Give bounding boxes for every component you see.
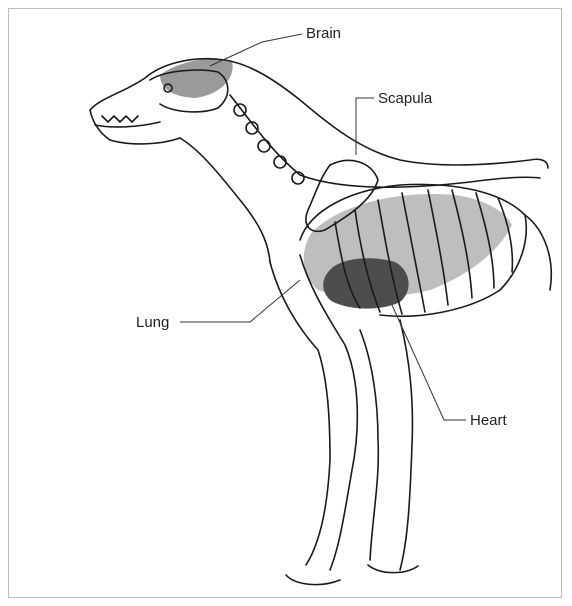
brain-label: Brain [306, 25, 341, 42]
scapula-label: Scapula [378, 90, 432, 107]
heart-label: Heart [470, 412, 507, 429]
lung-label: Lung [136, 314, 169, 331]
lung-leader-line [180, 280, 300, 322]
heart-leader-line [392, 305, 466, 420]
